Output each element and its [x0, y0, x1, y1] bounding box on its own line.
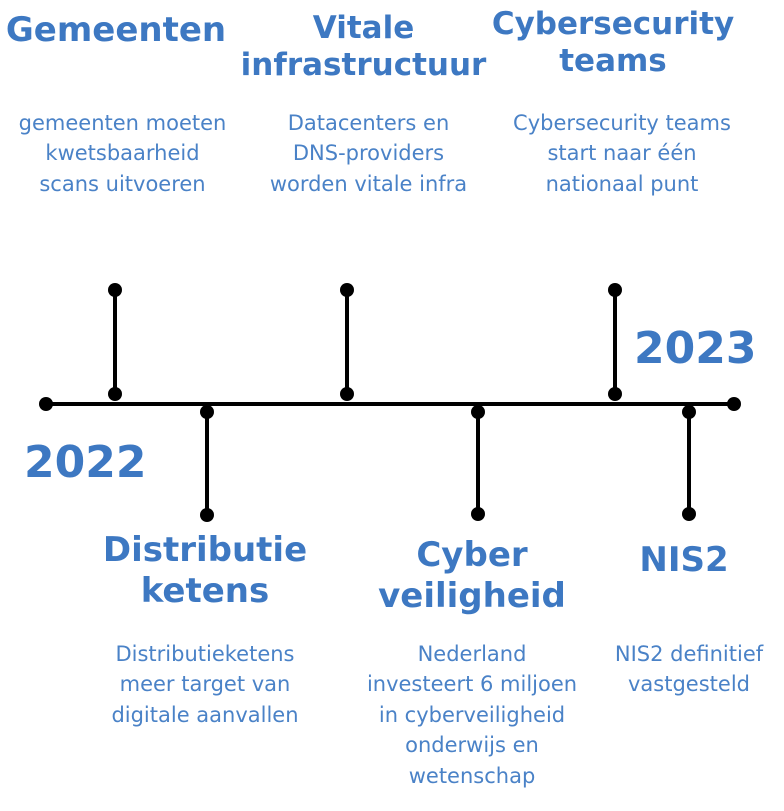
event-end-dot-distributie [200, 508, 214, 522]
event-desc-nis2: NIS2 definitief vastgesteld [614, 642, 764, 697]
event-base-dot-cyber [471, 405, 485, 419]
year-start-label: 2022 [24, 437, 147, 488]
year-end-label: 2023 [634, 323, 757, 374]
event-base-dot-nis2 [682, 405, 696, 419]
event-end-dot-vitale [340, 283, 354, 297]
event-desc-vitale: Datacenters en DNS-providers worden vita… [269, 111, 468, 196]
event-desc-cybersecurity: Cybersecurity teams start naar één natio… [513, 111, 731, 196]
event-title-vitale: Vitale infrastructuur [240, 10, 487, 84]
timeline-end-dot [727, 397, 741, 411]
event-title-gemeenten: Gemeenten [5, 10, 227, 50]
event-desc-gemeenten: gemeenten moeten kwetsbaarheid scans uit… [18, 111, 227, 196]
event-base-dot-distributie [200, 405, 214, 419]
event-title-distributie: Distributie ketens [102, 530, 308, 611]
event-end-dot-cyber [471, 507, 485, 521]
event-desc-distributie: Distributieketens meer target van digita… [111, 642, 299, 727]
event-base-dot-vitale [340, 387, 354, 401]
event-title-cybersecurity: Cybersecurity teams [491, 6, 735, 80]
event-title-nis2: NIS2 [639, 540, 729, 580]
event-desc-cyber: Nederland investeert 6 miljoen in cyberv… [366, 642, 578, 788]
event-base-dot-gemeenten [108, 387, 122, 401]
event-title-cyber: Cyber veiligheid [378, 535, 566, 616]
event-end-dot-gemeenten [108, 283, 122, 297]
event-base-dot-cybersecurity [608, 387, 622, 401]
event-end-dot-cybersecurity [608, 283, 622, 297]
event-end-dot-nis2 [682, 507, 696, 521]
timeline-start-dot [39, 397, 53, 411]
